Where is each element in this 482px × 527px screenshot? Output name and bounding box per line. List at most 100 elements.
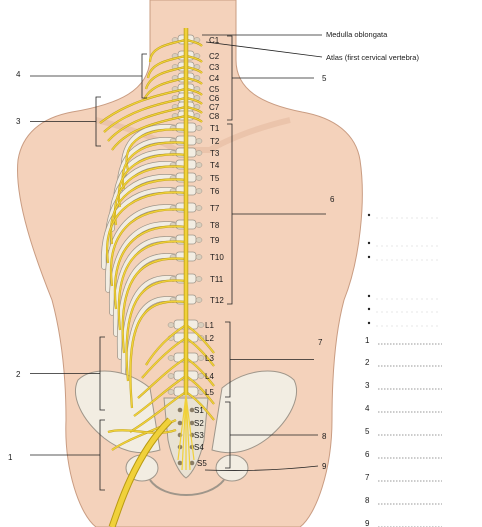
- gluteal-branch-core: [107, 429, 177, 434]
- sacral-bracket: [225, 401, 318, 469]
- cervical-nerve-core: [145, 66, 187, 90]
- brachial-plexus-nerve-core: [103, 97, 187, 133]
- segment-t2: T2: [210, 137, 220, 146]
- callout-1-bracket: [30, 419, 105, 491]
- segment-t6: T6: [210, 187, 220, 196]
- callout-3: 3: [16, 117, 21, 126]
- segment-t3: T3: [210, 149, 220, 158]
- segment-s2: S2: [194, 419, 204, 428]
- transverse-process: [195, 254, 203, 260]
- right-root-core: [185, 66, 203, 74]
- answer-row-4: 4: [365, 404, 442, 413]
- atlas-label: Atlas (first cervical vertebra): [326, 53, 419, 62]
- answer-bullet: [367, 241, 371, 245]
- intercostal-nerve-core: [125, 279, 187, 382]
- rib-cage: [101, 124, 181, 415]
- transverse-process: [195, 162, 203, 168]
- lumbar-nerve-right-core: [185, 375, 215, 405]
- sacral-foramen: [177, 460, 183, 466]
- right-root-core: [185, 88, 203, 96]
- segment-t7: T7: [210, 204, 220, 213]
- left-rib-fill: [121, 276, 180, 387]
- right-hip-socket: [215, 454, 249, 482]
- intercostal-nerve-core: [122, 257, 187, 354]
- answer-bullet: [367, 213, 371, 217]
- callout-2: 2: [16, 370, 21, 379]
- segment-l5: L5: [205, 388, 214, 397]
- right-root-core: [185, 39, 203, 47]
- right-iliac-crest: [211, 370, 297, 454]
- answer-row-3: 3: [365, 381, 442, 390]
- sacral-foramen: [189, 407, 195, 413]
- left-rib-fill: [109, 221, 180, 315]
- answer-row-8: 8: [365, 496, 442, 505]
- segment-c2: C2: [209, 52, 220, 61]
- lumbar-nerve-right-core: [185, 324, 215, 354]
- segment-t11: T11: [210, 275, 224, 284]
- callout-3-bracket: [30, 96, 101, 147]
- sacral-foramen: [189, 460, 195, 466]
- segment-t1: T1: [210, 124, 220, 133]
- segment-l1: L1: [205, 321, 214, 330]
- transverse-process: [195, 222, 203, 228]
- answer-bullet: [367, 321, 371, 325]
- answer-key-area: 1 2 3 4 5 6 7 8 9: [365, 213, 442, 527]
- answer-bullet: [367, 307, 371, 311]
- right-root-core: [185, 115, 203, 123]
- callout-9: 9: [322, 462, 327, 471]
- right-root-core: [185, 77, 203, 85]
- intercostal-nerve-core: [114, 225, 187, 310]
- answer-number-3: 3: [365, 381, 370, 390]
- lumbar-nerve-core: [133, 375, 187, 417]
- segment-t12: T12: [210, 296, 224, 305]
- thoracic-bracket: [227, 123, 326, 305]
- cervical-nerve-core: [149, 39, 187, 63]
- transverse-process: [195, 237, 203, 243]
- spinal-cord: [108, 28, 195, 527]
- transverse-process: [167, 373, 175, 379]
- segment-l4: L4: [205, 372, 214, 381]
- answer-row-9: 9: [365, 519, 442, 527]
- intercostal-nerve-core: [129, 300, 187, 409]
- left-rib-fill: [105, 204, 180, 292]
- region-brackets: [30, 35, 326, 491]
- transverse-process: [195, 297, 203, 303]
- callout-2-bracket: [30, 336, 105, 411]
- segment-s4: S4: [194, 443, 204, 452]
- lumbar-nerve-core: [129, 391, 187, 433]
- answer-number-5: 5: [365, 427, 370, 436]
- brachial-plexus-nerve-core: [99, 88, 187, 124]
- transverse-process: [195, 125, 203, 131]
- pubic-arch: [149, 479, 225, 496]
- answer-row-6: 6: [365, 450, 442, 459]
- segment-c5: C5: [209, 85, 220, 94]
- transverse-process: [197, 355, 205, 361]
- answer-row-1: 1: [365, 336, 442, 345]
- left-rib-fill: [101, 187, 180, 269]
- cauda-equina: [177, 394, 195, 471]
- segment-t8: T8: [210, 221, 220, 230]
- sacral-foramen: [177, 407, 183, 413]
- spinal-nerves: [99, 38, 215, 451]
- intercostal-nerve-core: [106, 191, 187, 264]
- segment-c7: C7: [209, 103, 220, 112]
- transverse-process: [195, 175, 203, 181]
- transverse-process: [197, 322, 205, 328]
- right-root-core: [185, 55, 203, 63]
- lumbar-bracket: [225, 321, 314, 398]
- segment-l2: L2: [205, 334, 214, 343]
- cervical-nerve-core: [147, 55, 187, 79]
- answer-bullet: [367, 255, 371, 259]
- answer-number-7: 7: [365, 473, 370, 482]
- segment-c3: C3: [209, 63, 220, 72]
- segment-c8: C8: [209, 112, 220, 121]
- segment-c6: C6: [209, 94, 220, 103]
- transverse-process: [195, 138, 203, 144]
- transverse-process: [195, 276, 203, 282]
- answer-number-2: 2: [365, 358, 370, 367]
- intercostal-nerve-core: [118, 240, 187, 331]
- brachial-plexus-nerve-core: [111, 115, 187, 151]
- transverse-process: [195, 205, 203, 211]
